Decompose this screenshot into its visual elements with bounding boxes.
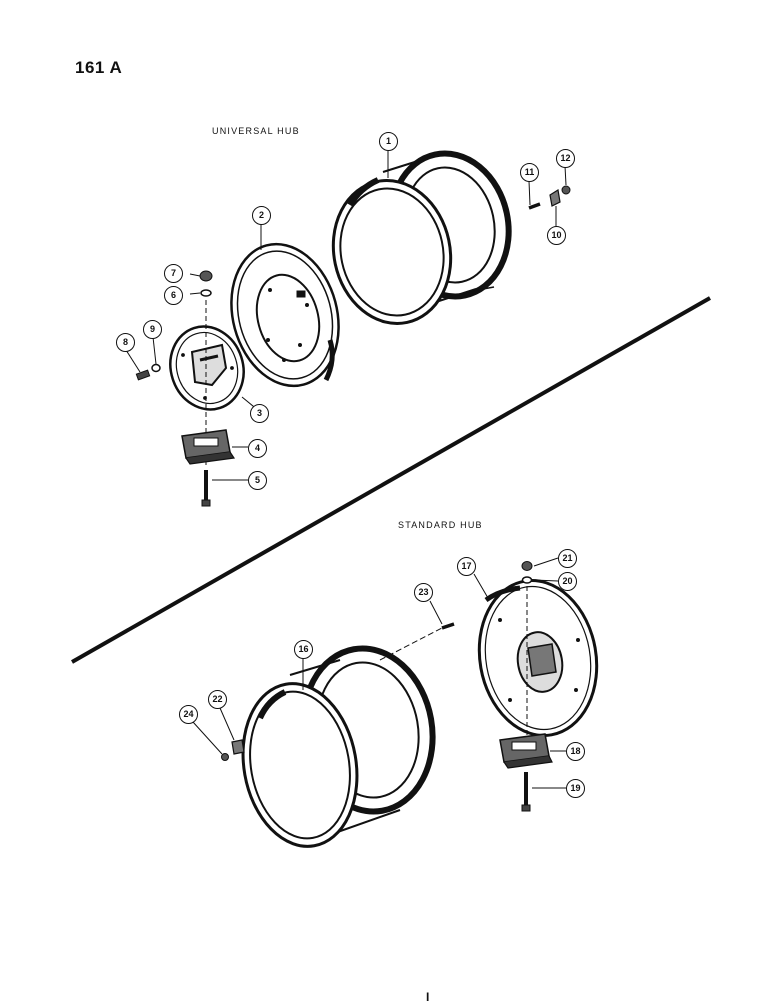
footer-mark: I <box>426 990 430 1004</box>
callout-1: 1 <box>379 132 398 151</box>
leader-lines-universal <box>125 151 567 481</box>
callout-12: 12 <box>556 149 575 168</box>
wheel-disc-standard <box>477 579 599 737</box>
rim-clamp-hardware <box>528 185 571 210</box>
rim-clamp-hardware-standard <box>221 739 245 761</box>
callout-4: 4 <box>248 439 267 458</box>
callout-6: 6 <box>164 286 183 305</box>
wheel-disc-universal <box>230 242 340 388</box>
clamp-universal <box>181 429 236 465</box>
callout-3: 3 <box>250 404 269 423</box>
callout-7: 7 <box>164 264 183 283</box>
callout-21: 21 <box>558 549 577 568</box>
callout-18: 18 <box>566 742 585 761</box>
page-number: 161 A <box>75 58 123 77</box>
callout-5: 5 <box>248 471 267 490</box>
hub-plate-universal <box>169 325 245 411</box>
leader-lines-standard <box>192 557 566 789</box>
callout-23: 23 <box>414 583 433 602</box>
stud-standard <box>441 622 455 630</box>
divider-line <box>71 296 711 664</box>
rim-standard <box>241 645 436 848</box>
standard-hub-title: STANDARD HUB <box>398 520 483 530</box>
callout-9: 9 <box>143 320 162 339</box>
callout-19: 19 <box>566 779 585 798</box>
universal-hub-title: UNIVERSAL HUB <box>212 126 300 136</box>
bolt-universal <box>201 470 211 507</box>
callout-10: 10 <box>547 226 566 245</box>
rim-universal <box>331 150 512 325</box>
screw-and-lockwasher <box>135 363 161 381</box>
callout-17: 17 <box>457 557 476 576</box>
callout-22: 22 <box>208 690 227 709</box>
callout-2: 2 <box>252 206 271 225</box>
assembly-line-stud <box>379 627 443 661</box>
clamp-standard <box>499 733 553 769</box>
bolt-standard <box>521 772 531 812</box>
callout-20: 20 <box>558 572 577 591</box>
nut-and-washer-standard <box>521 561 533 584</box>
nut-and-washer-universal <box>199 270 213 297</box>
callout-8: 8 <box>116 333 135 352</box>
callout-16: 16 <box>294 640 313 659</box>
callout-24: 24 <box>179 705 198 724</box>
callout-11: 11 <box>520 163 539 182</box>
